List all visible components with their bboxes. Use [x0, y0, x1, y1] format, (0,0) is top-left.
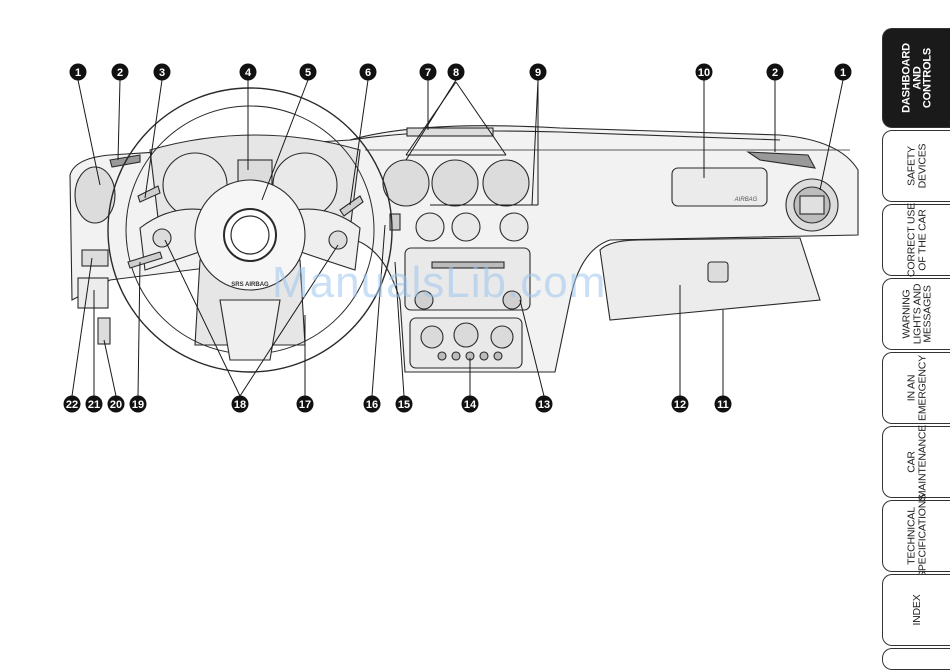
tab-in-an-emergency[interactable]: IN AN EMERGENCY — [882, 352, 950, 424]
top-callout-1: 2 — [112, 64, 129, 81]
alfa-romeo-badge — [224, 209, 276, 261]
tab-technical-specifications[interactable]: TECHNICAL SPECIFICATIONS — [882, 500, 950, 572]
callout-number: 7 — [425, 67, 431, 79]
bottom-leader-line — [138, 262, 140, 396]
top-callout-0: 1 — [70, 64, 87, 81]
steering-hub-text: SRS AIRBAG — [231, 282, 269, 288]
tab-warning-lights-and-messages[interactable]: WARNING LIGHTS AND MESSAGES — [882, 278, 950, 350]
center-gauge-left — [416, 213, 444, 241]
callout-number: 8 — [453, 67, 459, 79]
bottom-callout-1: 21 — [86, 396, 103, 413]
center-vent-left — [383, 160, 429, 206]
center-gauge-middle — [452, 213, 480, 241]
tab-label: WARNING LIGHTS AND MESSAGES — [901, 284, 933, 344]
top-callout-7: 8 — [448, 64, 465, 81]
headlight-switch — [82, 250, 108, 266]
dash-airbag-text: AIRBAG — [734, 197, 758, 203]
center-vent-right — [483, 160, 529, 206]
callout-number: 14 — [464, 399, 477, 411]
callout-number: 17 — [299, 399, 311, 411]
callout-number: 1 — [840, 67, 846, 79]
callout-number: 4 — [245, 67, 252, 79]
bottom-callout-4: 18 — [232, 396, 249, 413]
callout-number: 1 — [75, 67, 81, 79]
callout-number: 21 — [88, 399, 100, 411]
dashboard-illustration — [70, 88, 858, 372]
fuse-box-cover — [78, 278, 108, 308]
callout-number: 13 — [538, 399, 550, 411]
tab-blank[interactable] — [882, 648, 950, 670]
wheel-button-left — [153, 229, 171, 247]
bottom-leader-line — [104, 340, 116, 396]
callout-number: 3 — [159, 67, 165, 79]
callout-number: 11 — [717, 399, 729, 411]
top-callout-3: 4 — [240, 64, 257, 81]
top-callout-8: 9 — [530, 64, 547, 81]
bottom-callout-10: 12 — [672, 396, 689, 413]
tab-label: DASHBOARD AND CONTROLS — [901, 43, 933, 113]
tab-car-maintenance[interactable]: CAR MAINTENANCE — [882, 426, 950, 498]
center-gauge-right — [500, 213, 528, 241]
tab-label: CORRECT USE OF THE CAR — [907, 203, 928, 277]
tab-safety-devices[interactable]: SAFETY DEVICES — [882, 130, 950, 202]
tab-label: SAFETY DEVICES — [907, 144, 928, 189]
callout-number: 19 — [132, 399, 144, 411]
callout-number: 5 — [305, 67, 311, 79]
top-callout-11: 1 — [835, 64, 852, 81]
top-callout-9: 10 — [696, 64, 713, 81]
callout-number: 2 — [772, 67, 778, 79]
callout-number: 20 — [110, 399, 122, 411]
tab-label: IN AN EMERGENCY — [907, 355, 928, 421]
tab-label: TECHNICAL SPECIFICATIONS — [907, 494, 928, 578]
tab-label: INDEX — [912, 594, 923, 625]
bottom-callout-7: 15 — [396, 396, 413, 413]
bottom-callout-11: 11 — [715, 396, 732, 413]
top-callout-4: 5 — [300, 64, 317, 81]
bottom-callout-9: 13 — [536, 396, 553, 413]
callout-number: 6 — [365, 67, 371, 79]
callout-number: 2 — [117, 67, 123, 79]
top-callout-2: 3 — [154, 64, 171, 81]
tab-label: CAR MAINTENANCE — [907, 425, 928, 499]
callout-number: 9 — [535, 67, 541, 79]
top-callout-6: 7 — [420, 64, 437, 81]
callout-number: 16 — [366, 399, 378, 411]
watermark: ManualsLib.com — [272, 258, 606, 308]
tab-index[interactable]: INDEX — [882, 574, 950, 646]
callout-number: 22 — [66, 399, 78, 411]
tab-correct-use-of-the-car[interactable]: CORRECT USE OF THE CAR — [882, 204, 950, 276]
top-callout-10: 2 — [767, 64, 784, 81]
bottom-callout-5: 17 — [297, 396, 314, 413]
top-leader-line — [118, 80, 120, 160]
tab-dashboard-and-controls[interactable]: DASHBOARD AND CONTROLS — [882, 28, 950, 128]
top-callout-5: 6 — [360, 64, 377, 81]
callout-number: 12 — [674, 399, 686, 411]
bottom-callout-8: 14 — [462, 396, 479, 413]
wheel-button-right — [329, 231, 347, 249]
bottom-callout-6: 16 — [364, 396, 381, 413]
section-tabs: DASHBOARD AND CONTROLS SAFETY DEVICES CORR… — [882, 0, 950, 670]
center-vent-middle — [432, 160, 478, 206]
callout-number: 18 — [234, 399, 246, 411]
bottom-callout-2: 20 — [108, 396, 125, 413]
callout-number: 10 — [698, 67, 710, 79]
bottom-callout-3: 19 — [130, 396, 147, 413]
callout-number: 15 — [398, 399, 410, 411]
glove-box-handle — [708, 262, 728, 282]
bottom-callout-0: 22 — [64, 396, 81, 413]
